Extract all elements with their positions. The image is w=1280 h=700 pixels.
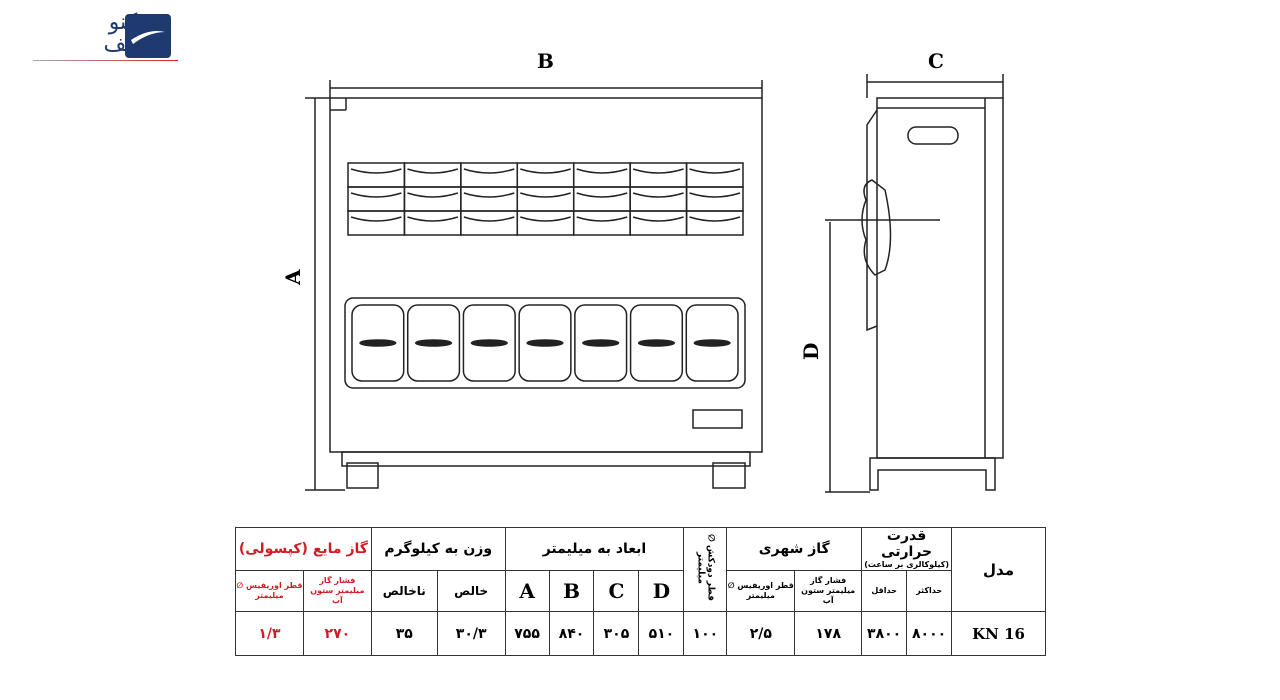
label-d: D xyxy=(799,343,823,360)
cell-c: ۳۰۵ xyxy=(593,611,640,656)
logo: تکنولایف xyxy=(30,12,180,70)
cell-min: ۳۸۰۰ xyxy=(861,611,908,656)
sub-min: حداقل xyxy=(861,570,908,612)
header-weight: وزن به کیلوگرم xyxy=(370,527,506,571)
sub-b: B xyxy=(548,570,595,612)
label-a: A xyxy=(281,269,305,286)
spec-table: گاز مایع (کپسولی) وزن به کیلوگرم ابعاد ب… xyxy=(235,527,1046,656)
label-b: B xyxy=(537,49,554,73)
cell-b: ۸۴۰ xyxy=(548,611,595,656)
cell-d: ۵۱۰ xyxy=(638,611,685,656)
front-body xyxy=(329,97,763,453)
sub-ng-pressure: فشار گاز میلیمتر ستون آب xyxy=(794,570,863,612)
cell-ng-pressure: ۱۷۸ xyxy=(794,611,863,656)
side-base xyxy=(869,457,996,491)
sub-net: خالص xyxy=(436,570,506,612)
cell-lpg-orifice: ۱/۳ xyxy=(235,611,304,656)
sub-lpg-orifice: قطر اوریفیس ∅ میلیمتر xyxy=(235,570,304,612)
cell-a: ۷۵۵ xyxy=(504,611,550,656)
burner-panel xyxy=(344,297,746,389)
sub-lpg-pressure: فشار گاز میلیمتر ستون آب xyxy=(302,570,372,612)
cell-lpg-pressure: ۲۷۰ xyxy=(302,611,372,656)
sub-a: A xyxy=(504,570,550,612)
cell-net: ۳۰/۳ xyxy=(436,611,506,656)
cell-flue: ۱۰۰ xyxy=(683,611,728,656)
heater-drawing: B C A D xyxy=(281,49,1004,493)
logo-underline xyxy=(33,60,178,61)
cell-model: KN 16 xyxy=(951,611,1046,656)
label-c: C xyxy=(928,49,944,73)
logo-mark xyxy=(125,14,171,58)
foot-left xyxy=(346,462,379,489)
burner-panel-grille xyxy=(351,304,739,382)
sub-max: حداکثر xyxy=(906,570,953,612)
sub-gross: ناخالص xyxy=(370,570,438,612)
sub-d: D xyxy=(638,570,685,612)
cell-ng-orifice: ۲/۵ xyxy=(726,611,796,656)
side-valve xyxy=(861,179,892,276)
top-grille xyxy=(347,162,744,236)
side-handle xyxy=(907,126,959,145)
header-heat-unit: (کیلوکالری بر ساعت) xyxy=(864,560,950,569)
header-dimensions: ابعاد به میلیمتر xyxy=(504,527,685,571)
header-flue: قطر دودکش ∅ میلیمتر xyxy=(695,533,716,602)
base xyxy=(341,451,751,467)
sub-c: C xyxy=(593,570,640,612)
cell-gross: ۳۵ xyxy=(370,611,438,656)
side-body xyxy=(876,97,1004,459)
sub-ng-orifice: قطر اوریفیس ∅ میلیمتر xyxy=(726,570,796,612)
header-natural-gas: گاز شهری xyxy=(726,527,863,571)
foot-right xyxy=(712,462,746,489)
header-heat: قدرت حرارتی xyxy=(881,528,933,560)
table-row: ۱/۳ ۲۷۰ ۳۵ ۳۰/۳ ۷۵۵ ۸۴۰ ۳۰۵ ۵۱۰ ۱۰۰ ۲/۵ … xyxy=(235,611,1046,656)
header-lpg: گاز مایع (کپسولی) xyxy=(235,527,372,571)
cell-max: ۸۰۰۰ xyxy=(906,611,953,656)
control-window xyxy=(692,409,743,429)
header-model: مدل xyxy=(951,527,1046,612)
